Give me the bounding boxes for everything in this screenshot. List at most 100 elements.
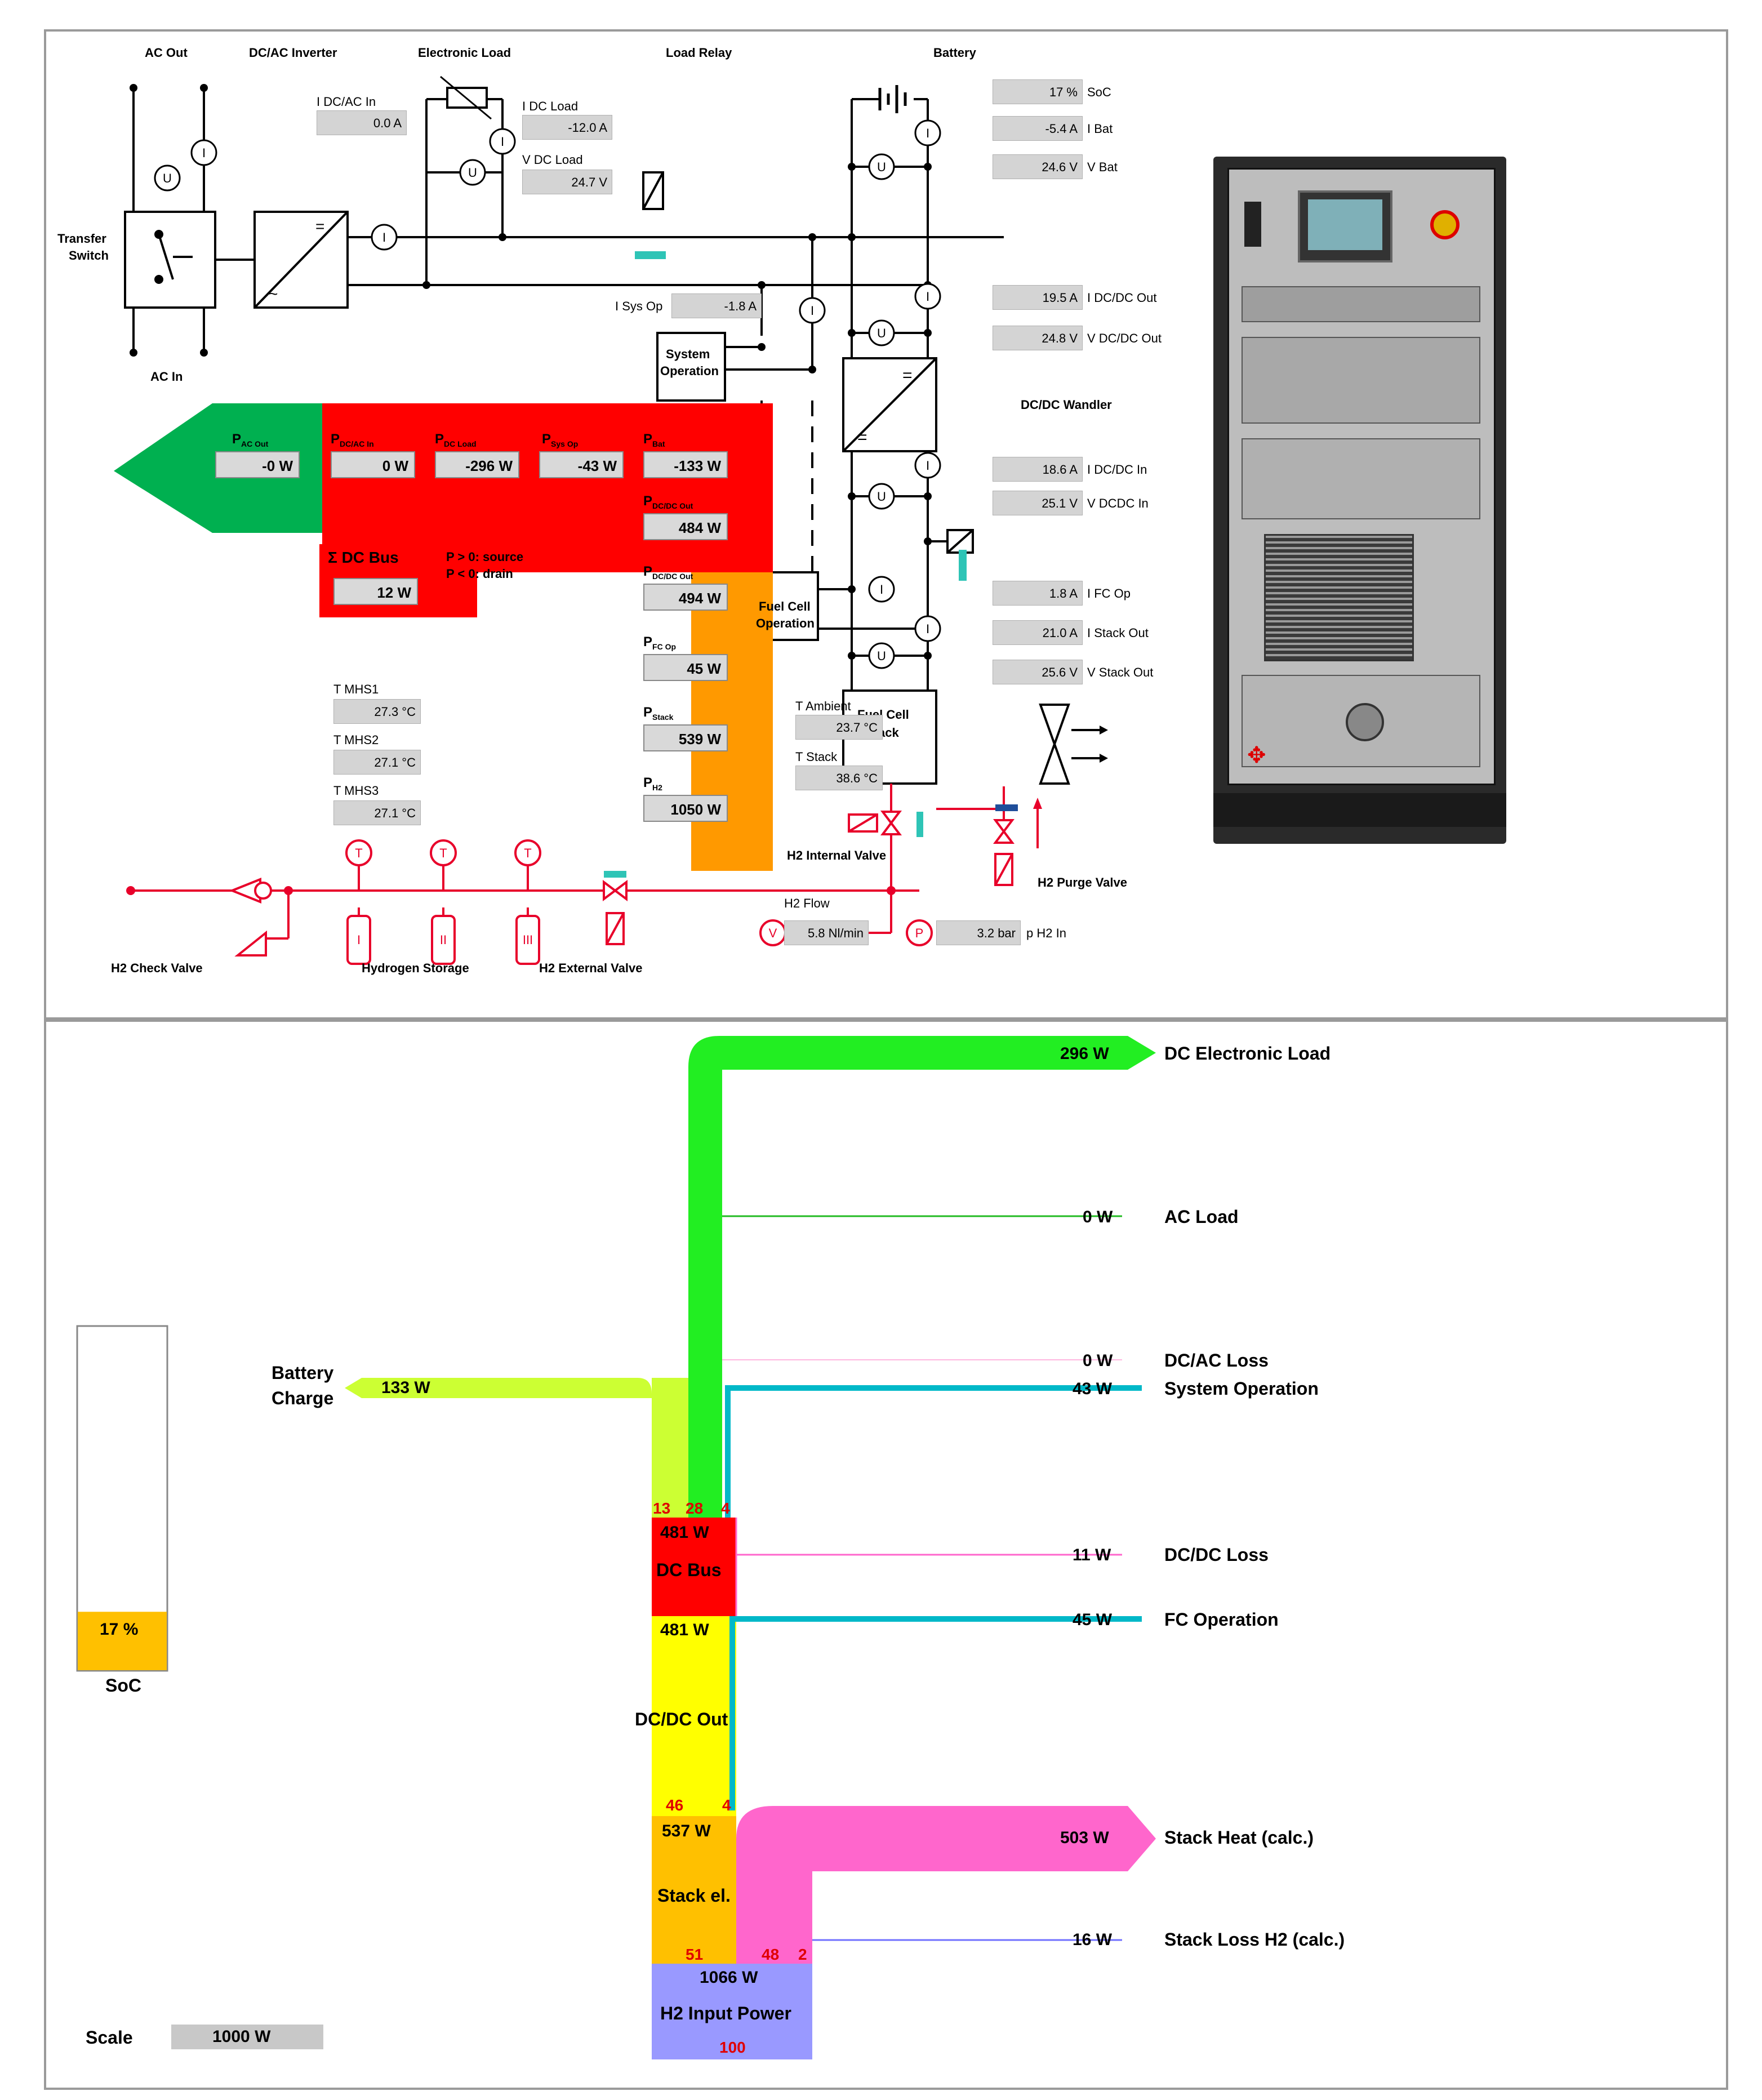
pfc-op-label: PFC Op xyxy=(643,634,677,651)
t-stack-label: T Stack xyxy=(795,750,838,764)
ibat-readout: -5.4 A xyxy=(993,116,1083,141)
svg-text:U: U xyxy=(877,490,886,504)
svg-text:U: U xyxy=(468,166,477,180)
h2-internal-valve-icon xyxy=(848,811,902,835)
pdc-load-value: -296 W xyxy=(435,451,519,478)
electronic-load-header: Electronic Load xyxy=(418,46,511,60)
dc-load-flow xyxy=(688,1036,1156,1518)
inverter-current-sensor-icon: I xyxy=(371,224,398,251)
istack-out-readout: 21.0 A xyxy=(993,620,1083,645)
dcdc-wandler-label: DC/DC Wandler xyxy=(1021,398,1112,412)
hydrogen-storage-label: Hydrogen Storage xyxy=(362,961,469,975)
battery-charge-label-2: Charge xyxy=(272,1388,334,1408)
hydrogen-cylinder-3-icon: III xyxy=(515,907,540,965)
fuel-cell-operation-label-2: Operation xyxy=(756,616,815,630)
sysop-current-sensor-icon: I xyxy=(799,297,826,324)
t-ambient-label: T Ambient xyxy=(795,699,851,713)
vstack-out-readout: 25.6 V xyxy=(993,660,1083,684)
transfer-switch-icon xyxy=(154,230,193,284)
svg-text:T: T xyxy=(524,846,531,860)
hydrogen-cylinder-1-icon: I xyxy=(346,907,371,965)
vdcdc-in-readout: 25.1 V xyxy=(993,491,1083,515)
pac-out-label: PAC Out xyxy=(232,431,269,448)
istack-out-label: I Stack Out xyxy=(1087,626,1149,640)
h2-input-label: H2 Input Power xyxy=(660,2003,791,2023)
tmhs3-label: T MHS3 xyxy=(333,784,379,798)
bat-current-sensor-icon: I xyxy=(914,119,941,146)
stack-voltage-sensor-icon: U xyxy=(868,642,895,669)
fuel-cell-cabinet-image: ✥ xyxy=(1213,157,1506,844)
pstack-label: PStack xyxy=(643,705,674,722)
cabinet-touchscreen xyxy=(1298,190,1392,262)
stack-el-value: 537 W xyxy=(662,1822,711,1840)
fuel-cell-operation-label: Fuel Cell xyxy=(759,599,811,613)
dcdc-relay-indicator xyxy=(959,550,967,581)
pfc-op-value: 45 W xyxy=(643,654,728,681)
idcac-in-label: I DC/AC In xyxy=(317,95,376,109)
tmhs3-readout: 27.1 °C xyxy=(333,800,421,825)
dcdc-out-current-sensor-icon: I xyxy=(914,283,941,310)
system-operation-label: System Operation xyxy=(1164,1378,1319,1399)
ifc-op-label: I FC Op xyxy=(1087,586,1131,600)
sankey-diagram xyxy=(76,1036,1156,2059)
svg-text:U: U xyxy=(877,649,886,663)
stack-el-node xyxy=(652,1816,736,1964)
svg-text:~: ~ xyxy=(269,285,278,302)
fan-icon xyxy=(1039,704,1100,785)
idcdc-out-readout: 19.5 A xyxy=(993,285,1083,310)
p-h2-in-label: p H2 In xyxy=(1026,926,1066,940)
isys-op-label: I Sys Op xyxy=(615,299,663,313)
dcdc-loss-label: DC/DC Loss xyxy=(1164,1545,1269,1565)
vstack-out-label: V Stack Out xyxy=(1087,665,1154,679)
svg-text:I: I xyxy=(926,126,929,140)
psys-op-value: -43 W xyxy=(539,451,624,478)
fcop-current-sensor-icon: I xyxy=(868,576,895,603)
pdcdc-out-label: PDC/DC Out xyxy=(643,493,693,510)
pct-heat: 48 xyxy=(762,1946,780,1963)
stack-loss-value: 16 W xyxy=(1073,1930,1113,1949)
pdcdc-out-value: 484 W xyxy=(643,513,728,540)
battery-header: Battery xyxy=(933,46,976,60)
system-operation-label-2: Operation xyxy=(660,364,719,378)
svg-text:U: U xyxy=(877,326,886,340)
t-ambient-readout: 23.7 °C xyxy=(795,715,883,740)
h2-check-valve-icon xyxy=(229,878,272,956)
variable-resistor-icon xyxy=(440,75,492,120)
stack-heat-label: Stack Heat (calc.) xyxy=(1164,1827,1314,1848)
system-operation-flow xyxy=(725,1385,1142,1518)
load-relay-header: Load Relay xyxy=(666,46,732,60)
dcdc-out-node xyxy=(652,1616,736,1816)
idcdc-in-label: I DC/DC In xyxy=(1087,462,1147,477)
svg-text:I: I xyxy=(811,304,814,318)
fc-operation-value: 45 W xyxy=(1073,1610,1113,1629)
transfer-switch-label: Transfer xyxy=(57,232,106,246)
pac-out-value: -0 W xyxy=(215,451,300,478)
svg-text:I: I xyxy=(501,135,504,149)
vdc-load-label: V DC Load xyxy=(522,153,583,167)
legend-drain: P < 0: drain xyxy=(446,567,513,581)
dc-bus-node xyxy=(652,1518,736,1616)
dc-load-value: 296 W xyxy=(1060,1044,1109,1063)
dc-load-label: DC Electronic Load xyxy=(1164,1043,1331,1064)
tmhs1-readout: 27.3 °C xyxy=(333,699,421,724)
ac-load-value: 0 W xyxy=(1083,1208,1113,1226)
dc-bus-sum-value: 12 W xyxy=(333,578,418,605)
h2-external-valve-label: H2 External Valve xyxy=(539,961,643,975)
h2-external-valve-icon xyxy=(603,880,628,945)
svg-text:V: V xyxy=(769,926,777,940)
battery-charge-flow xyxy=(345,1378,652,1518)
dcdc-out-voltage-sensor-icon: U xyxy=(868,319,895,346)
scale-value: 1000 W xyxy=(212,2027,271,2046)
svg-text:=: = xyxy=(902,366,913,385)
psys-op-label: PSys Op xyxy=(542,431,579,448)
mhs3-temp-sensor-icon: T xyxy=(514,839,541,866)
vdcdc-out-label: V DC/DC Out xyxy=(1087,331,1162,345)
svg-text:I: I xyxy=(926,622,929,636)
idc-load-label: I DC Load xyxy=(522,99,579,113)
dcac-inverter-header: DC/AC Inverter xyxy=(249,46,337,60)
system-operation-label: System xyxy=(666,347,710,361)
svg-text:I: I xyxy=(926,459,929,473)
system-operation-value: 43 W xyxy=(1073,1380,1113,1398)
t-stack-readout: 38.6 °C xyxy=(795,766,883,790)
h2-input-value: 1066 W xyxy=(700,1968,758,1987)
